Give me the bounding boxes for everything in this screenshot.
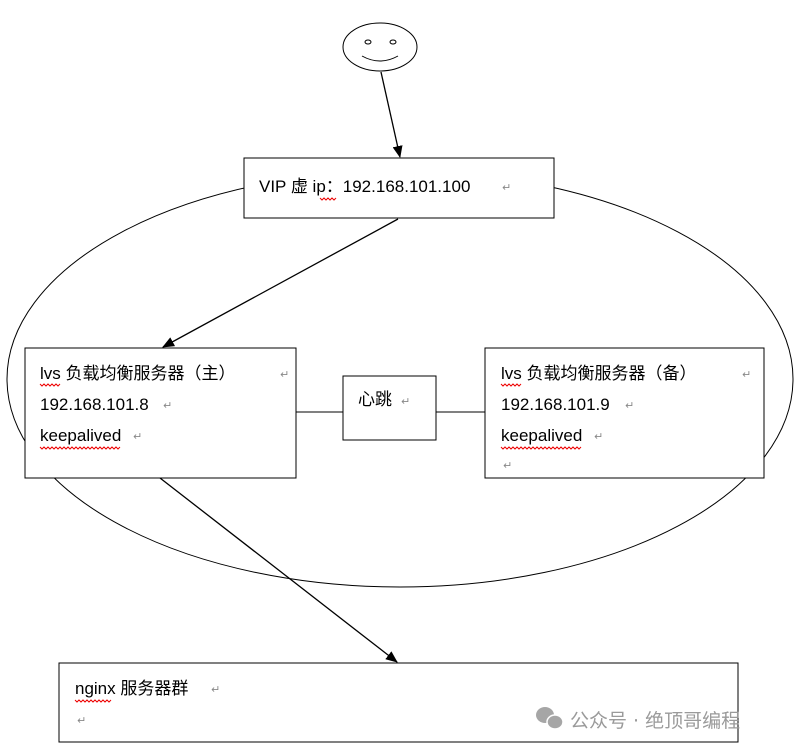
paragraph-mark: ↵ (163, 400, 172, 412)
paragraph-mark: ↵ (502, 182, 511, 194)
nginx-box: nginx 服务器群 ↵ ↵ (58, 662, 739, 743)
backup-ip: 192.168.101.9 (501, 395, 610, 414)
vip-label: VIP 虚 ip：192.168.101.100 (259, 177, 470, 196)
watermark: 公众号 · 绝顶哥编程 (536, 707, 740, 732)
arrow-user-to-vip (380, 71, 403, 158)
watermark-text: 公众号 · 绝顶哥编程 (570, 710, 740, 732)
paragraph-mark: ↵ (280, 369, 289, 381)
backup-software: keepalived (501, 426, 582, 445)
master-title: lvs 负载均衡服务器（主） (40, 364, 236, 383)
arrow-vip-to-master (162, 218, 399, 348)
user-smiley-icon (342, 22, 418, 72)
paragraph-mark: ↵ (133, 431, 142, 443)
nginx-label: nginx 服务器群 (75, 679, 188, 698)
master-server-box: lvs 负载均衡服务器（主） ↵ 192.168.101.8 ↵ keepali… (24, 347, 297, 479)
paragraph-mark: ↵ (742, 369, 751, 381)
paragraph-mark: ↵ (401, 396, 410, 408)
heartbeat-label: 心跳 (358, 390, 392, 409)
wechat-icon (536, 707, 564, 730)
vip-box: VIP 虚 ip：192.168.101.100 ↵ (243, 157, 555, 219)
master-ip: 192.168.101.8 (40, 395, 149, 414)
arrow-master-to-nginx (159, 477, 398, 663)
backup-title: lvs 负载均衡服务器（备） (501, 364, 697, 383)
backup-server-box: lvs 负载均衡服务器（备） ↵ 192.168.101.9 ↵ keepali… (484, 347, 765, 479)
heartbeat-box: 心跳 ↵ (342, 375, 437, 441)
paragraph-mark: ↵ (625, 400, 634, 412)
paragraph-mark: ↵ (594, 431, 603, 443)
master-software: keepalived (40, 426, 121, 445)
paragraph-mark: ↵ (503, 460, 512, 472)
paragraph-mark: ↵ (211, 684, 220, 696)
paragraph-mark: ↵ (77, 715, 86, 727)
